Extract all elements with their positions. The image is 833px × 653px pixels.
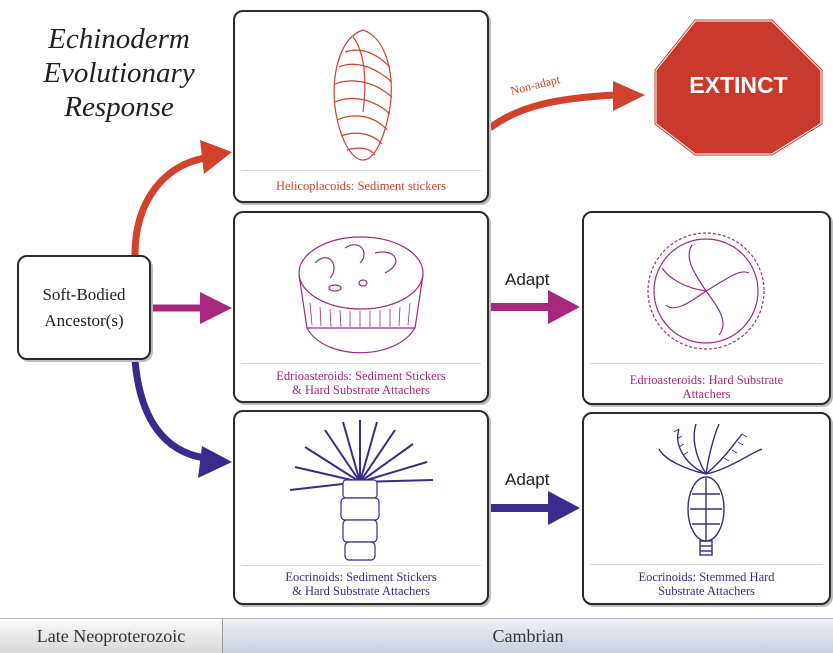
arrow-to-helicoplacoids: [131, 154, 206, 256]
eocrinoids-stemmed-caption-1: Eocrinoids: Stemmed Hard: [638, 570, 775, 584]
arrowhead-adapt-eocrinoid: [548, 491, 580, 525]
arrowhead-edrioasteroids: [200, 292, 232, 324]
helicoplacoid-illustration: [333, 29, 393, 161]
stemmed-eocrinoid-illustration: [658, 423, 763, 556]
eocrinoids-sediment-caption-2: & Hard Substrate Attachers: [292, 584, 430, 598]
ancestor-line-1: Soft-Bodied: [42, 284, 126, 304]
eocrinoids-sediment-caption-1: Eocrinoids: Sediment Stickers: [285, 570, 437, 584]
title-line-2: Evolutionary: [43, 57, 195, 89]
edrioasteroids-hard-box: Edrioasteroids: Hard Substrate Attachers: [582, 211, 831, 405]
extinct-label: EXTINCT: [689, 72, 788, 98]
arrowhead-helicoplacoids: [200, 140, 232, 174]
edrioasteroids-hard-caption-1: Edrioasteroids: Hard Substrate: [629, 373, 784, 387]
timeline-cambrian: Cambrian: [223, 619, 833, 653]
arrow-non-adapt: [487, 91, 616, 131]
arrow-to-eocrinoids: [131, 359, 206, 462]
title-line-1: Echinoderm: [48, 23, 190, 55]
eocrinoid-illustration: [289, 420, 434, 561]
ancestor-box: Soft-Bodied Ancestor(s): [17, 255, 151, 360]
edrioasteroids-hard-caption-2: Attachers: [682, 387, 731, 401]
adapt-label-edrio: Adapt: [505, 270, 550, 289]
eocrinoids-stemmed-caption-2: Substrate Attachers: [658, 584, 755, 598]
ancestor-line-2: Ancestor(s): [44, 310, 124, 330]
diagram-title: Echinoderm Evolutionary Response: [14, 22, 224, 124]
edrioasteroids-sediment-box: Edrioasteroids: Sediment Stickers & Hard…: [233, 211, 489, 403]
edrioasteroids-sediment-caption-2: & Hard Substrate Attachers: [292, 383, 430, 397]
timeline-late-neoproterozoic: Late Neoproterozoic: [0, 619, 223, 653]
arrowhead-eocrinoids: [198, 446, 232, 478]
helicoplacoids-caption: Helicoplacoids: Sediment stickers: [275, 179, 447, 193]
edrioasteroid-cup-illustration: [298, 236, 424, 354]
eocrinoids-sediment-box: Eocrinoids: Sediment Stickers & Hard Sub…: [233, 410, 489, 605]
edrioasteroid-disc-illustration: [647, 232, 765, 350]
eocrinoids-stemmed-box: Eocrinoids: Stemmed Hard Substrate Attac…: [582, 412, 831, 605]
helicoplacoids-box: Helicoplacoids: Sediment stickers: [233, 10, 489, 203]
arrowhead-non-adapt: [613, 81, 645, 111]
edrioasteroids-sediment-caption-1: Edrioasteroids: Sediment Stickers: [276, 369, 446, 383]
arrowhead-adapt-edrio: [548, 290, 580, 324]
geologic-timeline: Late Neoproterozoic Cambrian: [0, 618, 833, 653]
adapt-label-eocrinoid: Adapt: [505, 470, 550, 489]
title-line-3: Response: [64, 91, 174, 123]
